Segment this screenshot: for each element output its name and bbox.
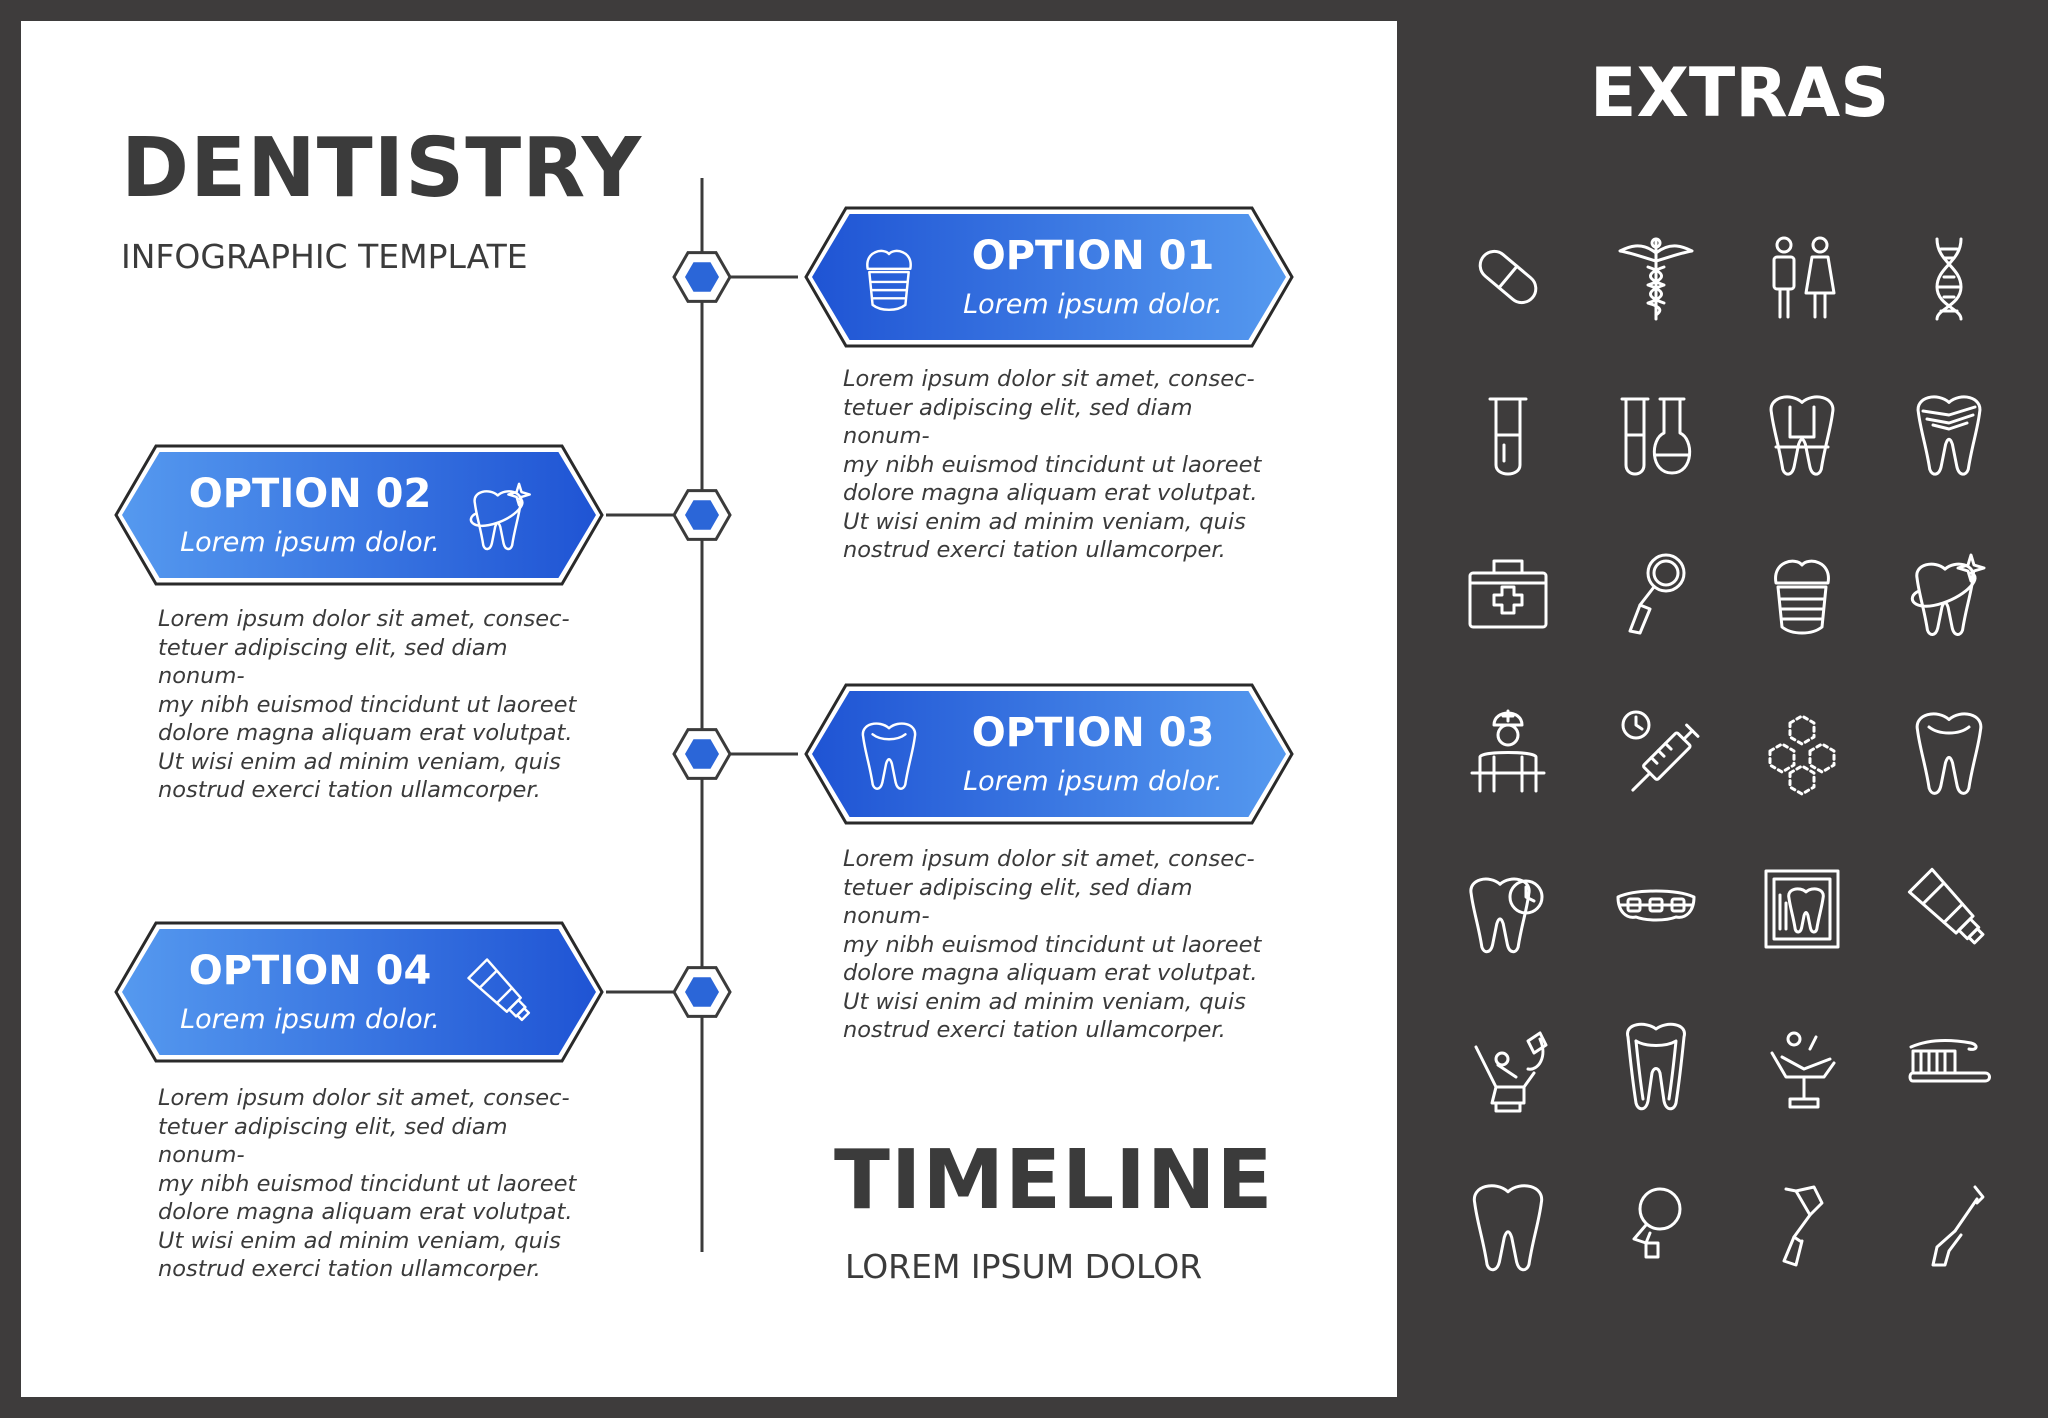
timeline-title: TIMELINE — [834, 1133, 1274, 1228]
first-aid-kit-icon — [1458, 543, 1558, 643]
option-03-title: OPTION 03 — [971, 710, 1215, 756]
man-woman-icon — [1752, 227, 1852, 327]
timeline-node-1 — [672, 251, 798, 303]
clean-tooth-icon — [1899, 543, 1999, 643]
dental-xray-icon — [1752, 859, 1852, 959]
dental-drill-icon — [1752, 1175, 1852, 1275]
timeline-subtitle: LOREM IPSUM DOLOR — [845, 1247, 1203, 1286]
dentist-icon — [1458, 701, 1558, 801]
dental-implant-icon — [866, 249, 912, 312]
option-03-subtitle: Lorem ipsum dolor. — [963, 766, 1223, 797]
dental-chair-lamp-icon — [1458, 1017, 1558, 1117]
tooth-time-icon — [1458, 859, 1558, 959]
option-03-description: Lorem ipsum dolor sit amet, consec- tetu… — [843, 846, 1262, 1043]
dental-implant-icon — [1752, 543, 1852, 643]
dental-mirror-round-icon — [1606, 1175, 1706, 1275]
option-04-banner — [114, 921, 604, 1063]
molecule-icon — [1752, 701, 1852, 801]
timeline-node-3 — [672, 728, 798, 780]
clean-tooth-icon — [469, 482, 531, 551]
tooth-crack-icon — [1899, 385, 1999, 485]
tooth-filling-icon — [1752, 385, 1852, 485]
option-04-subtitle: Lorem ipsum dolor. — [180, 1004, 440, 1035]
test-tube-icon — [1458, 385, 1558, 485]
option-04-description: Lorem ipsum dolor sit amet, consec- tetu… — [158, 1085, 577, 1282]
syringe-clock-icon — [1606, 701, 1706, 801]
tooth-outline-icon — [1458, 1175, 1558, 1275]
option-04-title: OPTION 04 — [188, 948, 432, 994]
patient-chair-icon — [1752, 1017, 1852, 1117]
caduceus-icon — [1606, 227, 1706, 327]
dental-probe-icon — [1899, 1175, 1999, 1275]
option-02-banner — [114, 444, 604, 586]
dna-icon — [1899, 227, 1999, 327]
timeline-node-4 — [606, 966, 732, 1018]
option-01-title: OPTION 01 — [971, 233, 1215, 279]
option-01-banner — [804, 206, 1294, 348]
option-01-description: Lorem ipsum dolor sit amet, consec- tetu… — [843, 366, 1262, 563]
tooth-icon — [1899, 701, 1999, 801]
page-title: DENTISTRY — [121, 121, 643, 216]
option-02-subtitle: Lorem ipsum dolor. — [180, 527, 440, 558]
toothpaste-icon — [1899, 859, 1999, 959]
dental-mirror-icon — [1606, 543, 1706, 643]
braces-icon — [1606, 859, 1706, 959]
tooth-root-icon — [1606, 1017, 1706, 1117]
lab-flasks-icon — [1606, 385, 1706, 485]
page-subtitle: INFOGRAPHIC TEMPLATE — [121, 237, 528, 276]
extras-title: EXTRAS — [1590, 54, 1890, 133]
toothbrush-icon — [1899, 1017, 1999, 1117]
pill-icon — [1458, 227, 1558, 327]
tooth-icon — [861, 722, 917, 790]
option-02-description: Lorem ipsum dolor sit amet, consec- tetu… — [158, 606, 577, 803]
option-02-title: OPTION 02 — [188, 471, 432, 517]
option-01-subtitle: Lorem ipsum dolor. — [963, 289, 1223, 320]
option-03-banner — [804, 683, 1294, 825]
timeline-node-2 — [606, 489, 732, 541]
toothpaste-icon — [467, 958, 531, 1022]
